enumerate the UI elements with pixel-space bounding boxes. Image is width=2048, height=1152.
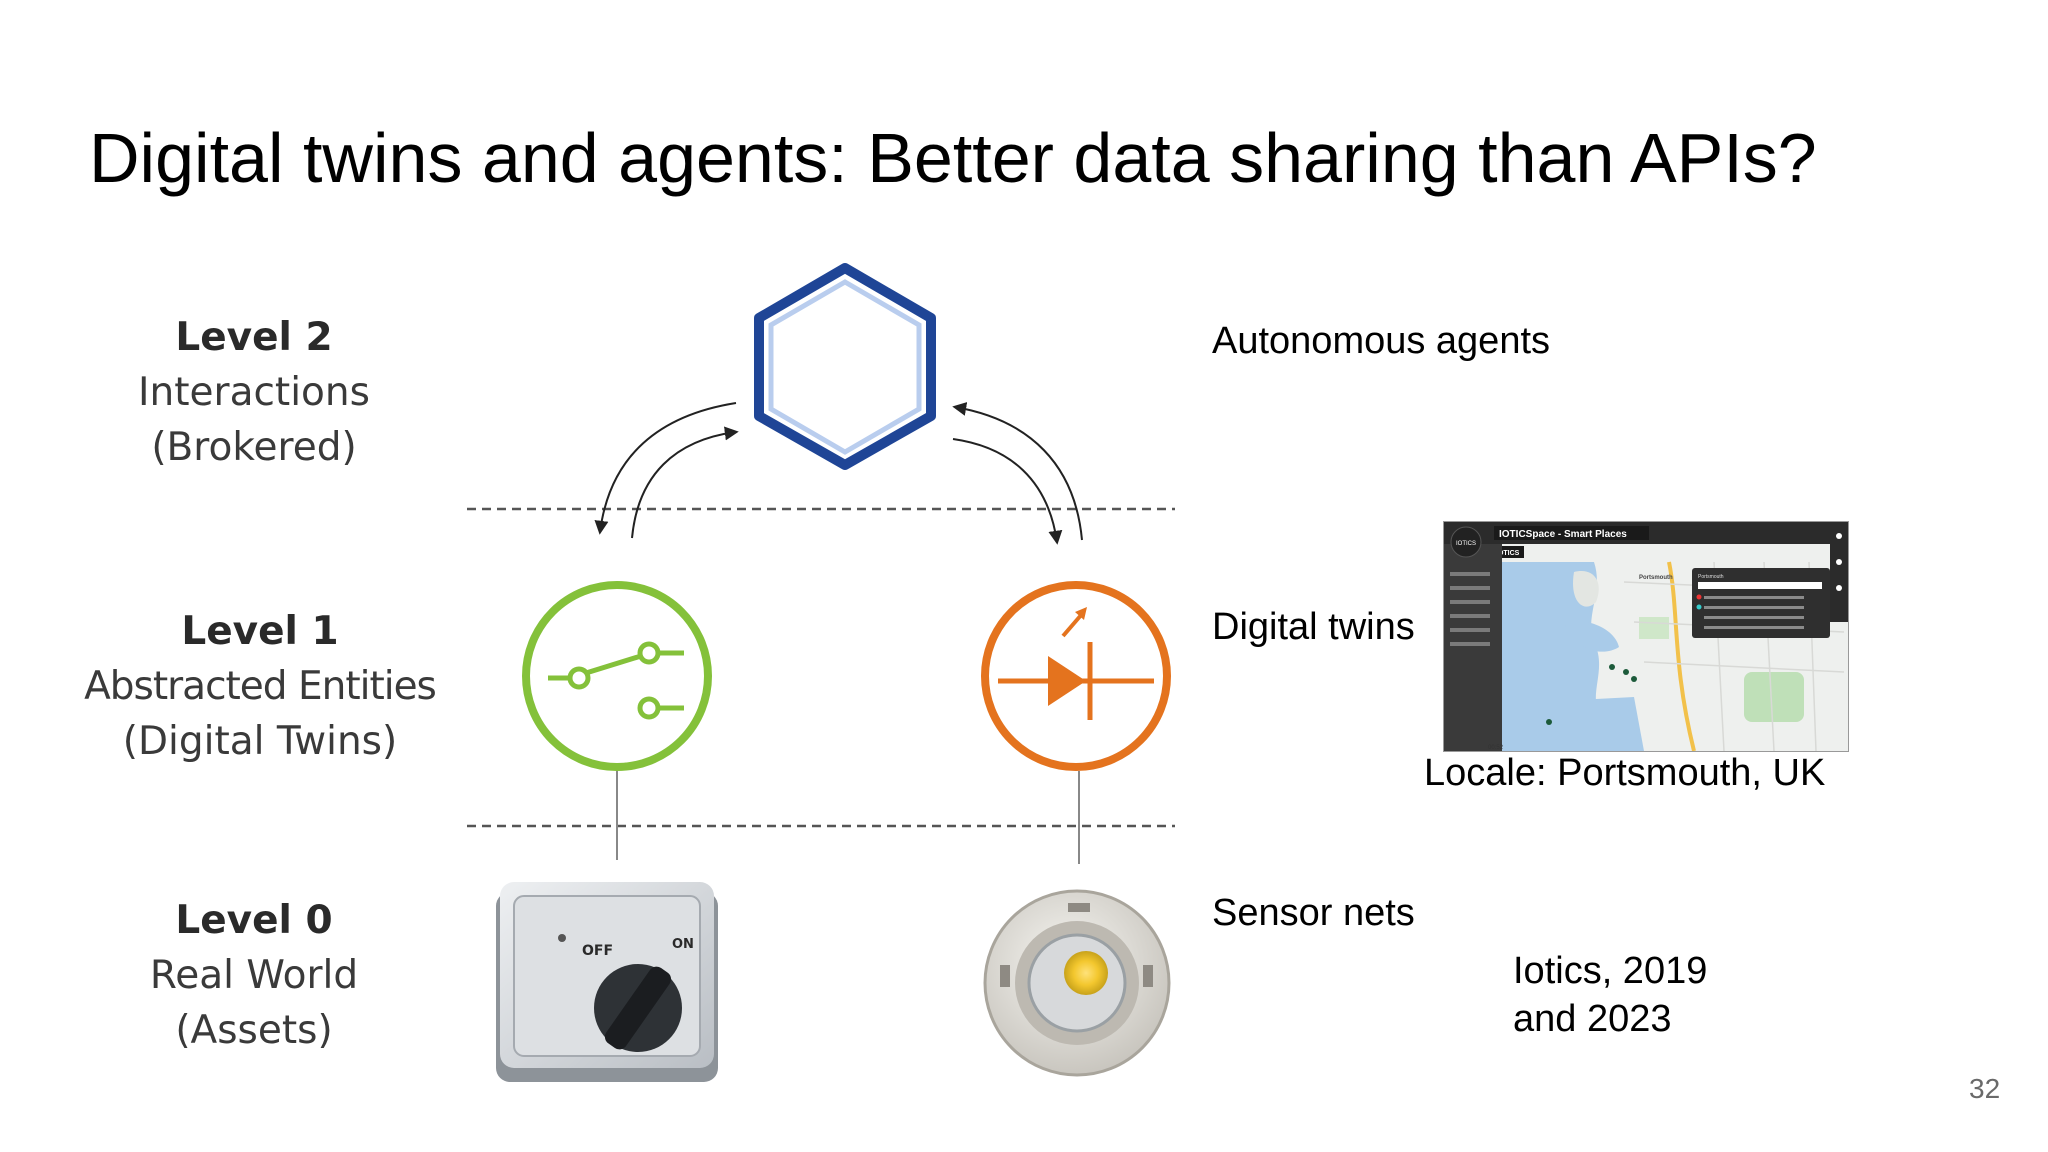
level-2-label: Level 2 Interactions (Brokered) xyxy=(34,310,474,475)
slide-title: Digital twins and agents: Better data sh… xyxy=(89,119,1817,197)
level-1-line2: (Digital Twins) xyxy=(122,719,398,764)
logo-text: IOTICS xyxy=(1456,541,1476,547)
credit-line-2: and 2023 xyxy=(1513,998,1672,1040)
page-number: 32 xyxy=(1969,1073,2001,1104)
map-thumbnail: IOTICSpace - Smart Places IOTICS IOTICS … xyxy=(1443,521,1849,752)
level-0-line1: Real World xyxy=(149,953,359,998)
iotics-logo-icon xyxy=(1450,526,1482,558)
autonomous-agents-label: Autonomous agents xyxy=(1212,320,1551,362)
level-0-label: Level 0 Real World (Assets) xyxy=(34,893,474,1058)
level-2-line1: Interactions xyxy=(138,370,370,415)
diode-icon xyxy=(981,581,1171,771)
map-app-title: IOTICSpace - Smart Places xyxy=(1499,529,1627,540)
level-0-line2: (Assets) xyxy=(175,1008,333,1053)
map-brand: IOTICS xyxy=(1496,550,1520,557)
switch-on-label: ON xyxy=(672,937,694,952)
arrow-agent-to-switch xyxy=(594,402,737,535)
switch-icon xyxy=(522,581,712,771)
locale-caption: Locale: Portsmouth, UK xyxy=(1424,752,1826,794)
level-0-heading: Level 0 xyxy=(175,898,333,943)
arrow-diode-to-agent xyxy=(952,402,1083,541)
sensor-light-icon xyxy=(983,889,1171,1077)
credit-text: Iotics, 2019 and 2023 xyxy=(1513,947,1707,1043)
level-1-line1: Abstracted Entities xyxy=(84,664,437,709)
arrow-switch-to-agent xyxy=(631,426,739,539)
level-2-line2: (Brokered) xyxy=(151,425,357,470)
map-screenshot: IOTICSpace - Smart Places IOTICS IOTICS … xyxy=(1444,522,1848,751)
credit-line-1: Iotics, 2019 xyxy=(1513,950,1708,992)
map-search-text: Portsmouth xyxy=(1698,574,1724,580)
arrow-agent-to-diode xyxy=(952,438,1063,545)
map-timestamp: 00:52 xyxy=(1488,745,1504,751)
level-1-heading: Level 1 xyxy=(181,609,339,654)
level-2-heading: Level 2 xyxy=(175,315,333,360)
isolator-switch-icon: OFF ON xyxy=(496,882,718,1082)
sensor-nets-label: Sensor nets xyxy=(1212,892,1415,934)
level-1-label: Level 1 Abstracted Entities (Digital Twi… xyxy=(40,604,480,769)
map-city-label: Portsmouth xyxy=(1639,575,1673,581)
switch-off-label: OFF xyxy=(582,943,613,959)
hexagon-icon xyxy=(754,263,936,470)
digital-twins-label: Digital twins xyxy=(1212,606,1415,648)
